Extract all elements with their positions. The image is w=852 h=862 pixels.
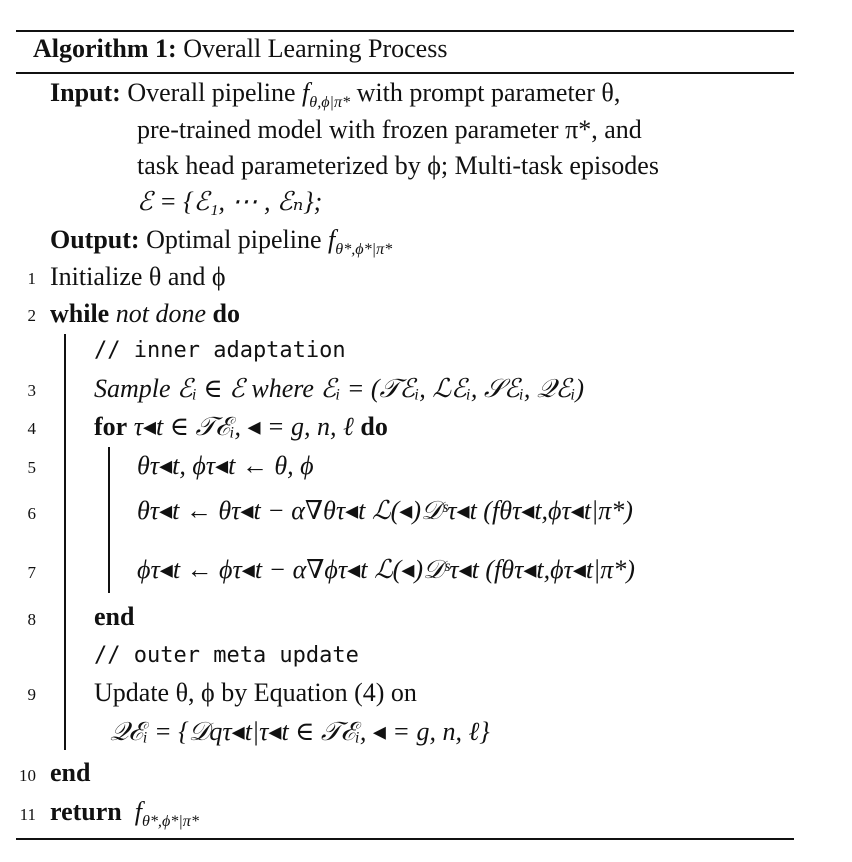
line-number: 7 <box>27 563 37 582</box>
output-text: Optimal pipeline <box>146 225 329 254</box>
caption-rule <box>16 72 794 74</box>
return-pipeline-subscript: θ*,ϕ*|π* <box>141 813 199 831</box>
input-line-4: ℰ = {ℰ₁, ⋯ , ℰₙ}; <box>137 187 323 216</box>
input-text-1a: Overall pipeline <box>127 78 303 107</box>
optimal-pipeline-subscript: θ*,ϕ*|π* <box>335 241 393 259</box>
caption-title: Overall Learning Process <box>183 34 448 63</box>
step-update-theta: θτ◂t ← θτ◂t − α∇θτ◂t ℒ(◂)𝒟ˢτ◂t (fθτ◂t,ϕτ… <box>137 496 633 525</box>
keyword-end-while: end <box>50 758 91 787</box>
output-label: Output: <box>50 225 140 254</box>
comment-inner: // inner adaptation <box>94 338 346 363</box>
step-query-set: 𝒬ℰᵢ = {𝒟qτ◂t|τ◂t ∈ 𝒯ℰᵢ, ◂ = g, n, ℓ} <box>110 717 490 746</box>
comment-outer: // outer meta update <box>94 643 359 668</box>
keyword-do: do <box>360 412 388 441</box>
line-number: 11 <box>19 805 36 824</box>
step-while: while not done do <box>50 298 240 330</box>
keyword-end-for: end <box>94 602 135 631</box>
input-label: Input: <box>50 78 121 107</box>
pipeline-subscript: θ,ϕ|π* <box>309 94 351 112</box>
output-line: Output: Optimal pipeline fθ*,ϕ*|π* <box>50 224 393 259</box>
line-number: 6 <box>27 504 37 523</box>
line-number: 4 <box>27 419 37 438</box>
line-number: 10 <box>19 766 36 785</box>
step-update-outer: Update θ, ϕ by Equation (4) on <box>94 678 417 707</box>
step-copy-params: θτ◂t, ϕτ◂t ← θ, ϕ <box>137 451 314 480</box>
top-rule <box>16 30 794 32</box>
while-condition: not done <box>115 299 206 328</box>
pipeline-symbol: f <box>302 78 310 107</box>
step-update-phi: ϕτ◂t ← ϕτ◂t − α∇ϕτ◂t ℒ(◂)𝒟ˢτ◂t (fθτ◂t,ϕτ… <box>137 555 635 584</box>
step-return: return fθ*,ϕ*|π* <box>50 796 199 831</box>
algorithm-caption: Algorithm 1: Overall Learning Process <box>33 33 447 65</box>
input-line-1: Input: Overall pipeline fθ,ϕ|π* with pro… <box>50 77 621 112</box>
while-block-bar <box>64 334 66 750</box>
step-initialize: Initialize θ and ϕ <box>50 262 226 291</box>
keyword-while: while <box>50 299 110 328</box>
input-line-3: task head parameterized by ϕ; Multi-task… <box>137 151 659 180</box>
optimal-pipeline-symbol: f <box>328 225 336 254</box>
keyword-return: return <box>50 797 122 826</box>
line-number: 9 <box>27 685 37 704</box>
keyword-do: do <box>212 299 240 328</box>
line-number: 3 <box>27 381 37 400</box>
line-number: 1 <box>27 269 37 288</box>
for-range: τ◂t ∈ 𝒯ℰᵢ, ◂ = g, n, ℓ <box>133 412 354 441</box>
return-pipeline-symbol: f <box>134 797 142 826</box>
step-sample: Sample ℰᵢ ∈ ℰ where ℰᵢ = (𝒯ℰᵢ, ℒℰᵢ, 𝒮ℰᵢ,… <box>94 374 585 403</box>
line-number: 5 <box>27 458 37 477</box>
input-line-2: pre-trained model with frozen parameter … <box>137 115 642 144</box>
step-for: for τ◂t ∈ 𝒯ℰᵢ, ◂ = g, n, ℓ do <box>94 411 388 443</box>
input-text-1b: with prompt parameter θ, <box>350 78 621 107</box>
line-number: 8 <box>27 610 37 629</box>
keyword-for: for <box>94 412 128 441</box>
bottom-rule <box>16 838 794 840</box>
caption-label: Algorithm 1: <box>33 34 177 63</box>
for-block-bar <box>108 447 110 593</box>
line-number: 2 <box>27 306 37 325</box>
